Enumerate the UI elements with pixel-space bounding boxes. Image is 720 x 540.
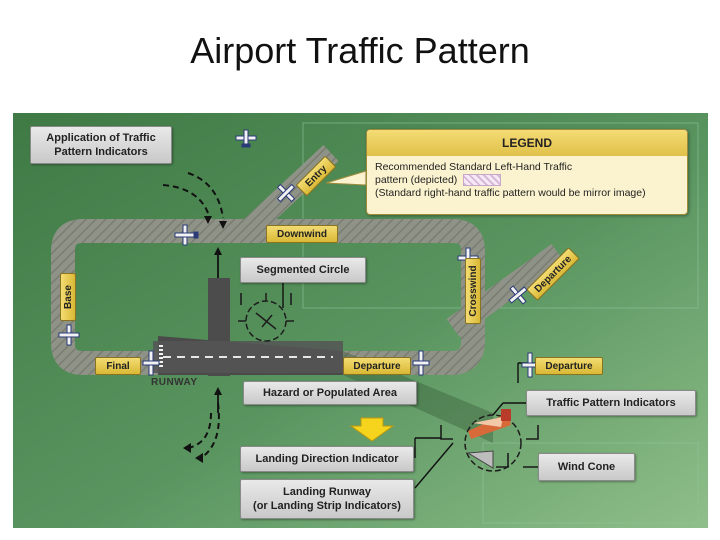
panel-outline: [482, 442, 699, 524]
legend-line-2: pattern (depicted): [375, 174, 458, 186]
legend-line-3: (Standard right-hand traffic pattern wou…: [375, 187, 646, 199]
leg-label-base: Base: [60, 273, 76, 321]
legend-box: LEGEND Recommended Standard Left-Hand Tr…: [366, 129, 688, 215]
callout-segmented-circle: Segmented Circle: [240, 257, 366, 283]
callout-landing-runway: Landing Runway (or Landing Strip Indicat…: [240, 479, 414, 519]
leg-label-final: Final: [95, 357, 141, 375]
callout-traffic-indicators: Traffic Pattern Indicators: [526, 390, 696, 416]
panel-outline: [302, 122, 699, 309]
hatch-sample-icon: [463, 174, 502, 187]
traffic-indicator-icon: [240, 293, 539, 468]
callout-landing-direction: Landing Direction Indicator: [240, 446, 414, 472]
flow-arrows: [162, 172, 224, 459]
landing-runway-line-2: (or Landing Strip Indicators): [253, 500, 401, 512]
yellow-arrow-icon: [349, 417, 395, 442]
leg-label-crosswind: Crosswind: [465, 258, 481, 324]
runway: [153, 278, 343, 376]
leg-label-departure: Departure: [535, 357, 603, 375]
legend-line-2-row: pattern (depicted): [375, 174, 679, 187]
leg-label-downwind: Downwind: [266, 225, 338, 243]
runway-label: RUNWAY: [151, 377, 198, 388]
leg-label-departure-runway: Departure: [343, 357, 411, 375]
slide-title: Airport Traffic Pattern: [190, 30, 530, 71]
landing-runway-line-1: Landing Runway: [283, 486, 371, 498]
flow-arrowheads: [183, 216, 227, 463]
legend-heading: LEGEND: [367, 130, 687, 156]
callout-wind-cone: Wind Cone: [538, 453, 635, 481]
traffic-pattern-diagram: LEGEND Recommended Standard Left-Hand Tr…: [13, 113, 708, 528]
callout-application: Application of Traffic Pattern Indicator…: [30, 126, 172, 164]
legend-body: Recommended Standard Left-Hand Traffic p…: [367, 156, 687, 205]
callout-hazard: Hazard or Populated Area: [243, 381, 417, 405]
legend-line-1: Recommended Standard Left-Hand Traffic: [375, 161, 573, 173]
segmented-circle-icon: [238, 293, 294, 342]
runway-arrowheads: [214, 247, 222, 395]
